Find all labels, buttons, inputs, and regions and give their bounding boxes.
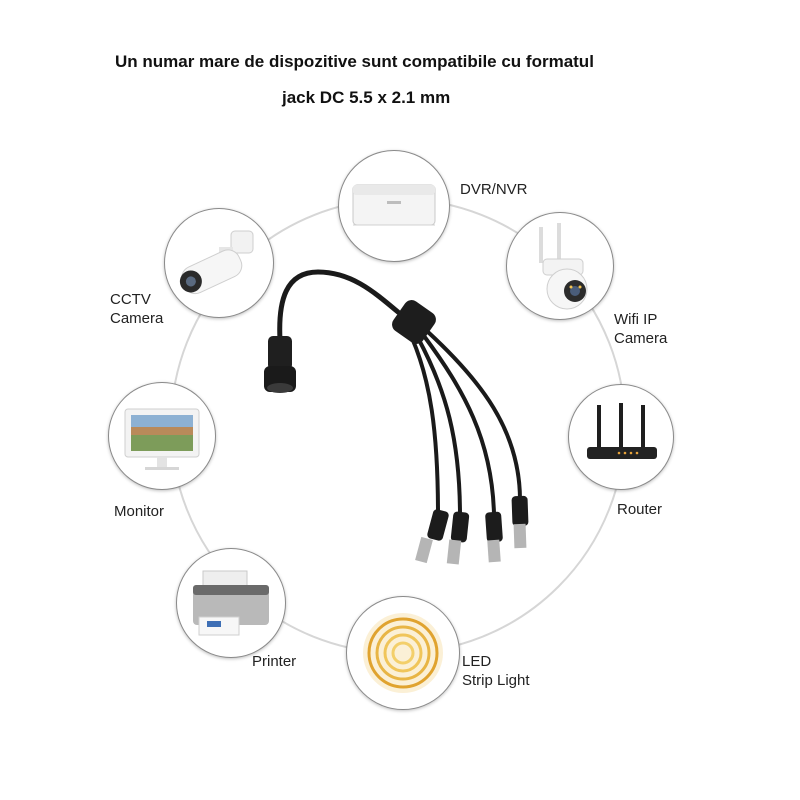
router-icon — [568, 384, 674, 490]
router-label: Router — [617, 501, 663, 518]
led-strip-light-label: LED Strip Light — [462, 653, 530, 689]
cctv-camera-icon — [164, 208, 274, 318]
printer-label: Printer — [252, 653, 297, 670]
monitor-label: Monitor — [114, 503, 165, 520]
printer-icon — [176, 548, 286, 658]
heading-line-2: jack DC 5.5 x 2.1 mm — [282, 88, 451, 107]
monitor-icon — [108, 382, 216, 490]
wifi-ip-camera-icon — [506, 212, 614, 320]
wifi-ip-camera-label: Wifi IP Camera — [614, 311, 668, 347]
cctv-camera-label: CCTV Camera — [110, 291, 164, 327]
led-strip-light-icon — [346, 596, 460, 710]
heading-line-1: Un numar mare de dispozitive sunt compat… — [115, 52, 594, 71]
dvr-nvr-icon — [338, 150, 450, 262]
dvr-nvr-label: DVR/NVR — [460, 181, 528, 198]
